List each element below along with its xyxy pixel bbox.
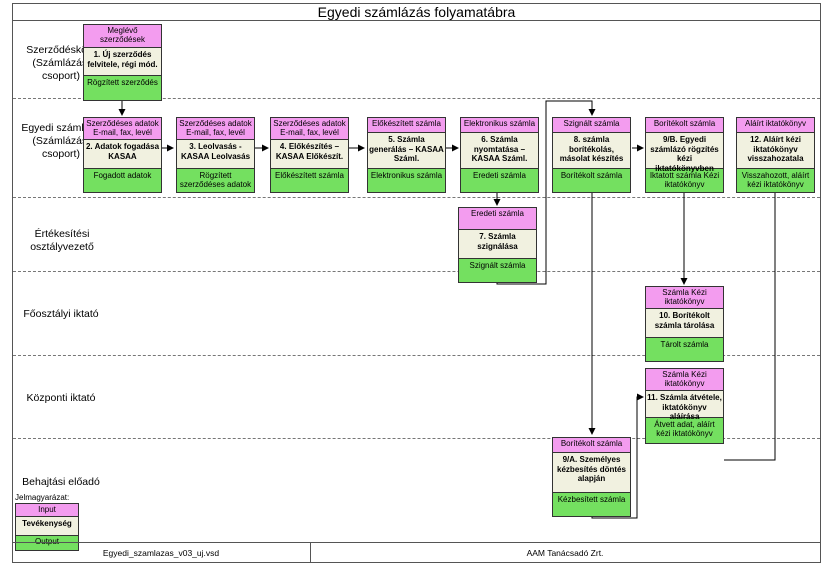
process-box-3: Szerződéses adatok E-mail, fax, levél 3.… [176, 117, 255, 193]
box-output: Kézbesített számla [553, 493, 630, 516]
box-input: Szignált számla [553, 118, 630, 133]
box-activity: 1. Új szerződés felvitele, régi mód. [84, 48, 161, 76]
box-input: Szerződéses adatok E-mail, fax, levél [271, 118, 348, 140]
lane-label-egyedi-szamlazo: Egyedi számlázó (Számlázási csoport) [21, 122, 101, 160]
box-activity: 6. Számla nyomtatása – KASAA Száml. [461, 133, 538, 169]
process-box-6: Elektronikus számla 6. Számla nyomtatása… [460, 117, 539, 193]
legend-activity: Tevékenység [16, 517, 78, 536]
legend-output: Output [16, 536, 78, 550]
footer: Egyedi_szamlazas_v03_uj.vsd AAM Tanácsad… [12, 542, 821, 563]
arrow-11-12 [724, 180, 779, 461]
lane-separator [13, 438, 820, 439]
process-box-9a: Borítékolt számla 9/A. Személyes kézbesí… [552, 437, 631, 517]
box-output: Elektronikus számla [368, 169, 445, 192]
lane-separator [13, 271, 820, 272]
lane-label-behajtasi: Behajtási előadó [22, 476, 100, 488]
box-input: Előkészített számla [368, 118, 445, 133]
box-activity: 9/B. Egyedi számlázó rögzítés kézi iktat… [646, 133, 723, 173]
legend-box: Input Tevékenység Output [15, 503, 79, 551]
box-output: Szignált számla [459, 259, 536, 282]
box-input: Aláírt iktatókönyv [737, 118, 814, 133]
diagram-title: Egyedi számlázás folyamatábra [12, 3, 821, 21]
box-activity: 4. Előkészítés – KASAA Előkészít. [271, 140, 348, 169]
box-input: Borítékolt számla [646, 118, 723, 133]
process-box-2: Szerződéses adatok E-mail, fax, levél 2.… [83, 117, 162, 193]
lane-label-foosztalyi: Főosztályi iktató [23, 308, 99, 320]
box-input: Eredeti számla [459, 208, 536, 230]
process-box-8: Szignált számla 8. számla borítékolás, m… [552, 117, 631, 193]
box-output: Előkészített számla [271, 169, 348, 192]
box-output: Eredeti számla [461, 169, 538, 192]
lane-label-kozponti: Központi iktató [26, 392, 96, 404]
box-output: Fogadott adatok [84, 169, 161, 192]
process-box-11: Számla Kézi iktatókönyv 11. Számla átvét… [645, 368, 724, 444]
box-activity: 12. Aláírt kézi iktatókönyv visszahozata… [737, 133, 814, 169]
box-output: Tárolt számla [646, 338, 723, 361]
process-box-7: Eredeti számla 7. Számla szignálása Szig… [458, 207, 537, 283]
process-box-12: Aláírt iktatókönyv 12. Aláírt kézi iktat… [736, 117, 815, 193]
box-activity: 2. Adatok fogadása KASAA [84, 140, 161, 169]
legend-input: Input [16, 504, 78, 517]
box-input: Borítékolt számla [553, 438, 630, 453]
process-box-5: Előkészített számla 5. Számla generálás … [367, 117, 446, 193]
box-output: Iktatott számla Kézi iktatókönyv [646, 169, 723, 192]
box-input: Szerződéses adatok E-mail, fax, levél [177, 118, 254, 140]
diagram-frame [12, 3, 821, 563]
process-box-1: Meglévő szerződések 1. Új szerződés felv… [83, 24, 162, 101]
box-activity: 3. Leolvasás - KASAA Leolvasás [177, 140, 254, 169]
process-box-10: Számla Kézi iktatókönyv 10. Borítékolt s… [645, 286, 724, 362]
box-activity: 10. Borítékolt számla tárolása [646, 309, 723, 338]
box-input: Meglévő szerződések [84, 25, 161, 48]
footer-company: AAM Tanácsadó Zrt. [526, 548, 604, 558]
process-box-4: Szerződéses adatok E-mail, fax, levél 4.… [270, 117, 349, 193]
box-input: Elektronikus számla [461, 118, 538, 133]
lane-label-szerzodeskoto: Szerződéskötő (Számlázási csoport) [26, 44, 96, 82]
box-output: Borítékolt számla [553, 169, 630, 192]
box-activity: 5. Számla generálás – KASAA Száml. [368, 133, 445, 169]
box-activity: 7. Számla szignálása [459, 230, 536, 259]
box-activity: 11. Számla átvétele, iktatókönyv aláírás… [646, 391, 723, 421]
box-input: Számla Kézi iktatókönyv [646, 287, 723, 309]
box-activity: 9/A. Személyes kézbesítés döntés alapján [553, 453, 630, 493]
footer-filename: Egyedi_szamlazas_v03_uj.vsd [12, 543, 311, 563]
legend-title: Jelmagyarázat: [15, 493, 70, 502]
lane-separator [13, 98, 820, 99]
box-output: Rögzített szerződéses adatok [177, 169, 254, 192]
process-box-9b: Borítékolt számla 9/B. Egyedi számlázó r… [645, 117, 724, 193]
lane-separator [13, 197, 820, 198]
box-output: Visszahozott, aláírt kézi iktatókönyv [737, 169, 814, 192]
box-output: Átvett adat, aláírt kézi iktatókönyv [646, 418, 723, 443]
lane-separator [13, 355, 820, 356]
box-input: Számla Kézi iktatókönyv [646, 369, 723, 391]
lane-label-ertekesitesi: Értékesítési osztályvezető [30, 228, 94, 253]
box-activity: 8. számla borítékolás, másolat készítés [553, 133, 630, 169]
box-input: Szerződéses adatok E-mail, fax, levél [84, 118, 161, 140]
box-output: Rögzített szerződés [84, 76, 161, 100]
